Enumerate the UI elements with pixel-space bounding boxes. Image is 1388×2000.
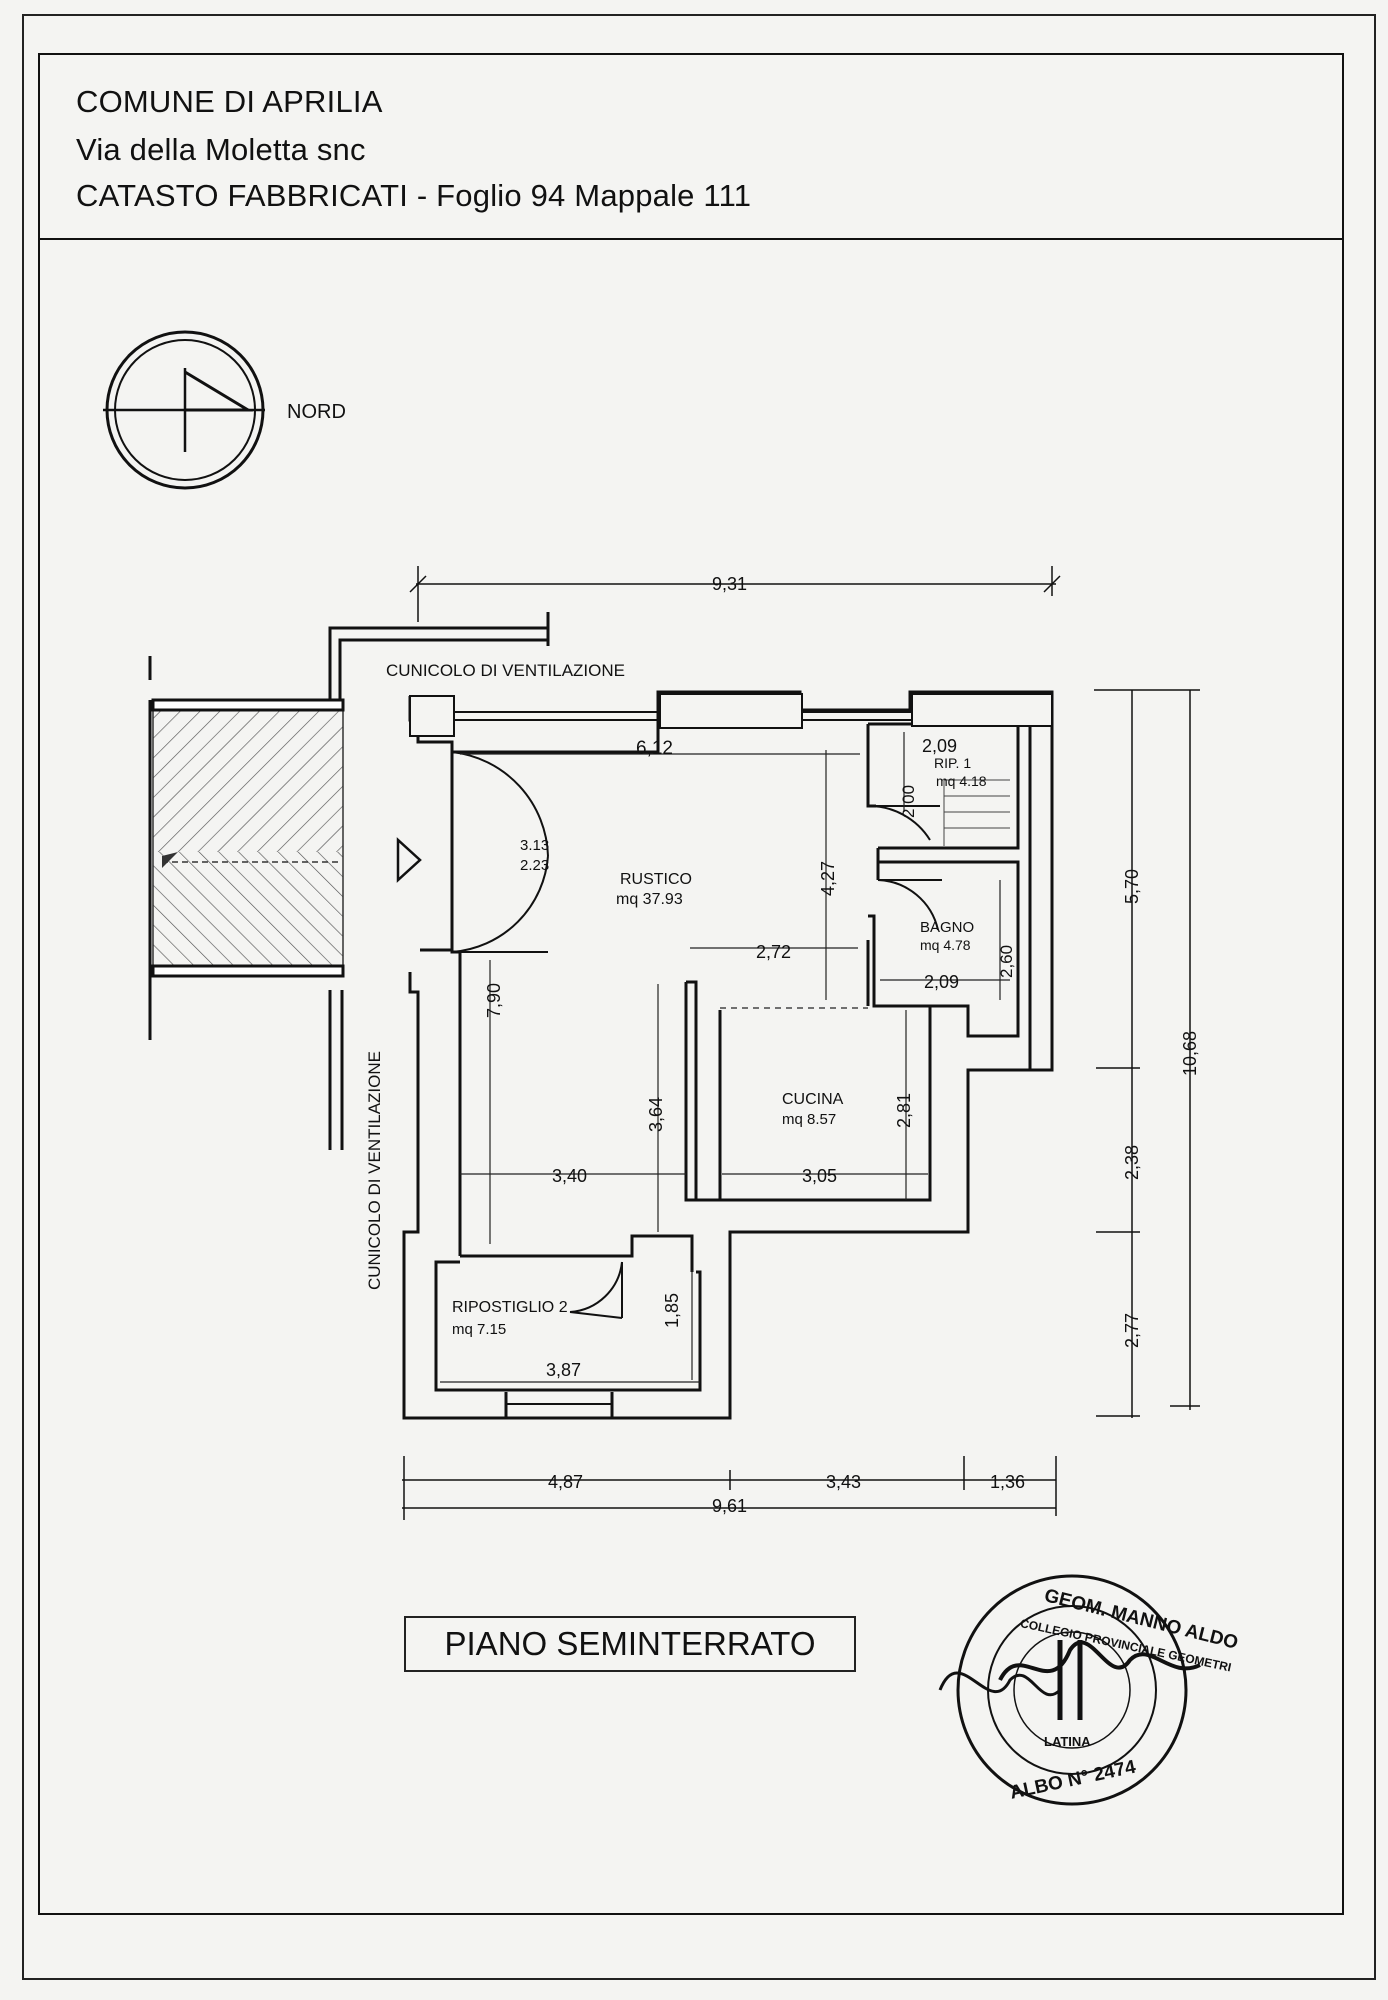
top-dimension-line [409,566,1061,622]
external-ramp-hatch [152,705,344,967]
dim-rustico-depth: 4,27 [818,861,838,896]
dim-bottom-1-36: 1,36 [990,1472,1025,1492]
dim-right-5-70: 5,70 [1122,869,1142,904]
stamp-bottom-text: ALBO N° 2474 [1008,1757,1138,1804]
header-address: Via della Moletta snc [76,132,366,167]
dim-cucina-height: 2,81 [894,1093,914,1128]
sheet-outer-border [22,14,1376,1980]
room-bagno-name: BAGNO [920,919,974,936]
room-ripostiglio2-name: RIPOSTIGLIO 2 [452,1299,568,1316]
left-corridor-label: CUNICOLO DI VENTILAZIONE [365,1051,384,1290]
bottom-dimension-lines [402,1456,1057,1520]
dim-bottom-3-43: 3,43 [826,1472,861,1492]
dimension-guides [440,732,1010,1383]
room-cucina-area: mq 8.57 [782,1111,836,1128]
floor-title-box: PIANO SEMINTERRATO [404,1616,856,1672]
dim-right-2-77: 2,77 [1122,1313,1142,1348]
dim-left-depth: 7,90 [484,983,504,1018]
dim-cucina-width: 3,05 [802,1166,837,1186]
room-rip1-name: RIP. 1 [934,755,971,771]
compass-north-label: NORD [287,401,346,423]
top-windows [409,693,1053,737]
dim-rip2-height: 1,85 [662,1293,682,1328]
room-ripostiglio2-area: mq 7.15 [452,1321,506,1338]
ventilation-corridor-walls [151,612,550,1150]
header-cadastre-reference: CATASTO FABBRICATI - Foglio 94 Mappale 1… [76,178,752,213]
right-dimension-lines [1094,689,1200,1418]
sheet-inner-frame [38,53,1344,1915]
dim-right-10-68: 10,68 [1180,1031,1200,1076]
dim-bagno-width: 2,09 [924,972,959,992]
room-bagno-area: mq 4.78 [920,937,971,953]
dim-rip1-width: 2,09 [922,736,957,756]
stamp-city: LATINA [1044,1734,1091,1749]
dim-right-2-38: 2,38 [1122,1145,1142,1180]
top-corridor-label: CUNICOLO DI VENTILAZIONE [386,661,625,680]
door-dim-a: 3.13 [520,837,549,854]
dim-bottom-3-40: 3,40 [552,1166,587,1186]
door-dim-b: 2.23 [520,857,549,874]
dim-top-total: 9,31 [712,574,747,594]
floor-title: PIANO SEMINTERRATO [444,1625,816,1662]
room-rustico-name: RUSTICO [620,871,692,888]
dim-rip1-height: 2,00 [899,785,918,818]
header-divider [38,238,1344,240]
room-cucina-name: CUCINA [782,1091,844,1108]
dim-mid-3-64: 3,64 [646,1097,666,1132]
room-rip1-area: mq 4.18 [936,773,987,789]
dim-inner-2-72: 2,72 [756,942,791,962]
dim-bagno-height: 2,60 [997,945,1016,978]
dim-rustico-width: 6,12 [636,738,673,759]
entrance-arrow-icon [396,837,422,883]
dim-bottom-total: 9,61 [712,1496,747,1516]
dim-bottom-4-87: 4,87 [548,1472,583,1492]
stair-lines [943,779,1010,846]
north-compass-icon [103,330,265,490]
surveyor-stamp-icon: GEOM. MANNO ALDO COLLEGIO PROVINCIALE GE… [938,1574,1240,1806]
header-municipality: COMUNE DI APRILIA [76,84,383,119]
room-rustico-area: mq 37.93 [616,891,683,908]
dim-rip2-width: 3,87 [546,1360,581,1380]
